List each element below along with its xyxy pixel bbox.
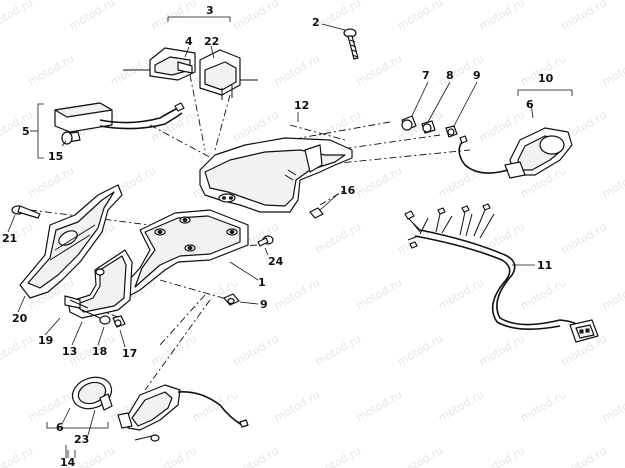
watermark-text: motod.ru <box>272 388 322 424</box>
watermark-text: motod.ru <box>395 444 445 468</box>
callout-9-lower: 9 <box>260 298 268 311</box>
watermark-text: motod.ru <box>26 388 76 424</box>
callout-1: 1 <box>258 276 266 289</box>
callout-6-right: 6 <box>526 98 534 111</box>
callout-12: 12 <box>294 99 309 112</box>
watermark-text: motod.ru <box>313 332 363 368</box>
watermark-text: motod.ru <box>231 0 281 33</box>
watermark-text: motod.ru <box>559 220 609 256</box>
callout-15: 15 <box>48 150 63 163</box>
watermark-text: motod.ru <box>559 0 609 33</box>
watermark-text: motod.ru <box>477 108 527 144</box>
license-lamp-assembly <box>123 16 258 100</box>
watermark-text: motod.ru <box>477 332 527 368</box>
nut-9-lower <box>223 293 259 306</box>
watermark-text: motod.ru <box>272 276 322 312</box>
callout-21: 21 <box>2 232 17 245</box>
watermark-text: motod.ru <box>436 276 486 312</box>
watermark-text: motod.ru <box>436 164 486 200</box>
callout-13: 13 <box>62 345 77 358</box>
license-plate-bracket <box>17 184 123 313</box>
left-turn-signal <box>46 376 249 458</box>
callout-23: 23 <box>74 433 89 446</box>
watermark-text: motod.ru <box>231 108 281 144</box>
watermark-text: motod.ru <box>600 276 625 312</box>
screw-2 <box>321 23 359 60</box>
bolt-24 <box>257 235 274 256</box>
callout-4: 4 <box>185 35 193 48</box>
callout-11: 11 <box>537 259 552 272</box>
callout-3: 3 <box>206 4 214 17</box>
rear-fender-12 <box>199 112 353 213</box>
callout-22: 22 <box>204 35 219 48</box>
watermark-text: motod.ru <box>395 332 445 368</box>
callout-labels: 3 2 4 22 7 8 9 10 6 12 5 15 16 21 24 11 … <box>2 4 554 468</box>
watermark-text: motod.ru <box>149 444 199 468</box>
callout-17: 17 <box>122 347 137 360</box>
watermark-text: motod.ru <box>0 0 35 33</box>
watermark-text: motod.ru <box>354 52 404 88</box>
watermark-text: motod.ru <box>67 0 117 33</box>
watermark-text: motod.ru <box>272 52 322 88</box>
callout-14: 14 <box>60 456 76 468</box>
callout-20: 20 <box>12 312 28 325</box>
watermark-text: motod.ru <box>0 108 35 144</box>
watermark-text: motod.ru <box>600 52 625 88</box>
watermark-text: motod.ru <box>0 444 35 468</box>
watermark-text: motod.ru <box>477 0 527 33</box>
callout-2: 2 <box>312 16 320 29</box>
mount-hardware <box>401 81 478 138</box>
watermark-text: motod.ru <box>313 444 363 468</box>
callout-6-left: 6 <box>56 421 64 434</box>
nut-16 <box>309 193 339 219</box>
watermark-text: motod.ru <box>354 164 404 200</box>
watermark-text: motod.ru <box>559 444 609 468</box>
callout-5: 5 <box>22 125 30 138</box>
lamp-holder-assembly <box>30 102 185 159</box>
bolt-21 <box>7 205 41 233</box>
watermark-text: motod.ru <box>354 276 404 312</box>
watermark-text: motod.ru <box>313 220 363 256</box>
callout-9-upper: 9 <box>473 69 481 82</box>
watermark-text: motod.ru <box>600 164 625 200</box>
wiring-harness <box>404 203 599 343</box>
watermark-text: motod.ru <box>518 388 568 424</box>
watermark-text: motod.ru <box>313 0 363 33</box>
side-bracket-19 <box>44 249 133 336</box>
watermark-text: motod.ru <box>26 52 76 88</box>
watermark-text: motod.ru <box>231 444 281 468</box>
watermark-text: motod.ru <box>518 276 568 312</box>
callout-19: 19 <box>38 334 53 347</box>
callout-8: 8 <box>446 69 454 82</box>
watermark-text: motod.ru <box>600 388 625 424</box>
callout-18: 18 <box>92 345 107 358</box>
support-bracket-1 <box>117 209 259 301</box>
callout-16: 16 <box>340 184 356 197</box>
watermark-text: motod.ru <box>0 332 35 368</box>
callout-24: 24 <box>268 255 284 268</box>
watermark-text: motod.ru <box>477 220 527 256</box>
callout-10: 10 <box>538 72 554 85</box>
watermark-text: motod.ru <box>436 388 486 424</box>
watermark-text: motod.ru <box>149 0 199 33</box>
watermark-text: motod.ru <box>477 444 527 468</box>
callout-7: 7 <box>422 69 430 82</box>
watermark-text: motod.ru <box>395 0 445 33</box>
right-turn-signal <box>458 89 573 179</box>
watermark-text: motod.ru <box>26 164 76 200</box>
bracket-fasteners <box>69 299 126 348</box>
watermark-text: motod.ru <box>354 388 404 424</box>
watermark-text: motod.ru <box>231 332 281 368</box>
